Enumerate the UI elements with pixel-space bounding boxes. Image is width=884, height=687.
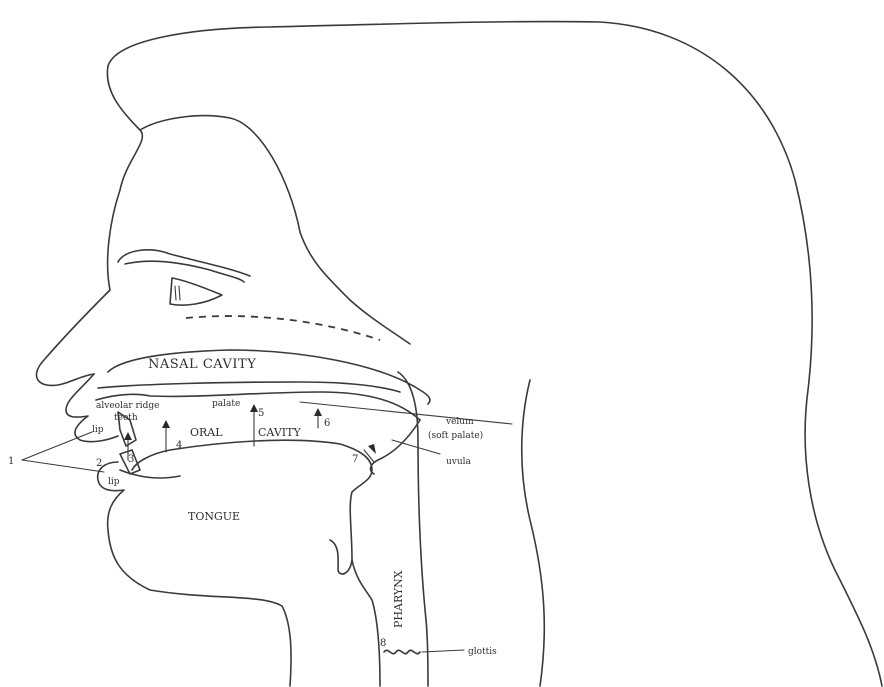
uvula-label: uvula	[446, 457, 472, 467]
velum-pointer-line	[300, 402, 512, 424]
arrow-5-head	[250, 404, 258, 412]
palate-label: palate	[212, 399, 240, 409]
number-3: 3	[128, 454, 134, 465]
glottis-label: glottis	[468, 647, 497, 657]
eye-detail	[175, 286, 180, 300]
number-5: 5	[258, 408, 264, 419]
eyebrow-outline	[118, 250, 250, 276]
arrow-6-head	[314, 408, 322, 416]
number-1: 1	[8, 456, 14, 467]
lip-pointer-line-lower	[22, 460, 104, 472]
number-4: 4	[176, 440, 182, 451]
alveolar-ridge-label: alveolar ridge	[96, 401, 160, 411]
arrow-3-head	[124, 432, 132, 440]
nasal-cavity-label: NASAL CAVITY	[148, 357, 256, 372]
nasal-floor-outline	[98, 382, 400, 392]
lower-lip-chin-outline	[98, 462, 291, 686]
velum-label: velum	[445, 417, 474, 427]
velum-alt-label: (soft palate)	[428, 430, 483, 441]
neck-outline	[522, 380, 545, 686]
forehead-face-outline	[36, 66, 142, 385]
pharynx-front-wall	[352, 560, 380, 686]
velum-uvula-outline	[371, 420, 420, 474]
arrow-4-head	[162, 420, 170, 428]
lip-pointer-line-upper	[22, 432, 92, 460]
head-outline	[108, 22, 882, 686]
pharynx-label: PHARYNX	[392, 570, 405, 628]
uvula-pointer-line	[392, 440, 440, 454]
nasal-roof-dashed-line	[186, 316, 380, 340]
upper-lip-label: lip	[92, 425, 104, 435]
tongue-outline	[132, 440, 372, 574]
glottis-squiggle	[384, 650, 420, 653]
cavity-label: CAVITY	[258, 426, 301, 439]
eye-upper-outline	[125, 261, 244, 282]
number-2: 2	[96, 458, 102, 469]
teeth-label: teeth	[114, 413, 138, 423]
number-7: 7	[352, 454, 358, 465]
number-8: 8	[380, 638, 386, 649]
lower-lip-label: lip	[108, 477, 120, 487]
pharynx-back-wall	[398, 372, 428, 686]
number-6: 6	[324, 418, 330, 429]
eye-outline	[170, 278, 222, 305]
arrow-7-head	[368, 444, 376, 454]
skull-base-outline	[140, 116, 410, 344]
oral-label: ORAL	[190, 426, 223, 439]
tongue-label: TONGUE	[188, 510, 240, 523]
